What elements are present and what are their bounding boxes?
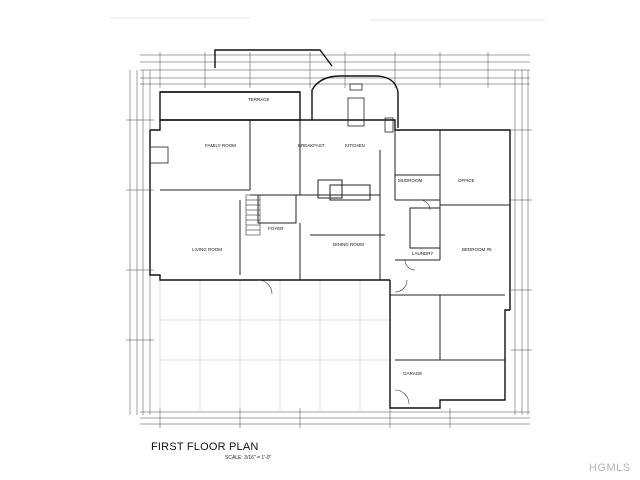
room-label-family: FAMILY ROOM bbox=[205, 143, 236, 148]
kitchen-fixtures bbox=[149, 83, 394, 164]
interior-walls bbox=[160, 120, 510, 361]
room-label-living: LIVING ROOM bbox=[192, 247, 222, 252]
dimension-lines bbox=[126, 52, 532, 428]
room-label-garage: GARAGE bbox=[403, 371, 422, 376]
room-label-bedroom: BEDROOM #5 bbox=[462, 247, 492, 252]
staircase bbox=[245, 194, 261, 236]
room-label-kitchen: KITCHEN bbox=[345, 143, 365, 148]
plan-scale: SCALE: 3/16" = 1'-0" bbox=[225, 455, 272, 461]
exterior-walls bbox=[149, 49, 511, 409]
watermark-logo: HGMLS bbox=[589, 462, 631, 474]
room-label-terrace: TERRACE bbox=[248, 97, 270, 102]
room-label-laundry: LAUNDRY bbox=[412, 251, 433, 256]
room-label-office: OFFICE bbox=[458, 178, 475, 183]
room-labels: TERRACE FAMILY ROOM BREAKFAST KITCHEN LI… bbox=[192, 97, 492, 376]
door-swings bbox=[257, 199, 431, 405]
plan-title: FIRST FLOOR PLAN bbox=[151, 441, 259, 453]
room-label-foyer: FOYER bbox=[268, 226, 284, 231]
room-label-breakfast: BREAKFAST bbox=[298, 143, 325, 148]
room-label-dining: DINING ROOM bbox=[333, 242, 364, 247]
room-label-mudroom: MUDROOM bbox=[398, 178, 422, 183]
